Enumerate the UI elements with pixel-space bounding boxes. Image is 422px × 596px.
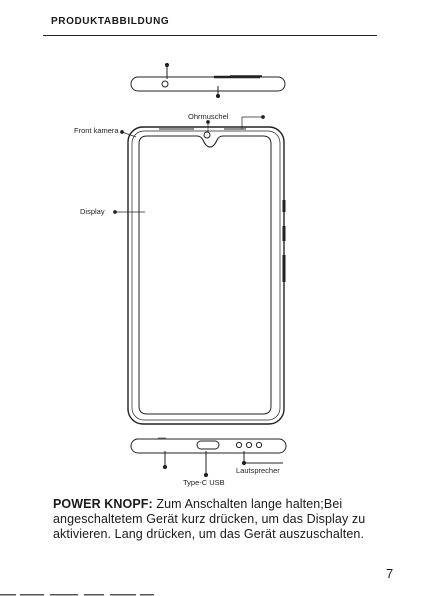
phone-top-edge (131, 77, 285, 91)
page-number: 7 (386, 566, 393, 581)
headphone-jack-icon (162, 81, 168, 87)
front-camera-icon (204, 132, 210, 138)
power-button-description: POWER KNOPF: Zum Anschalten lange halten… (53, 497, 383, 542)
phone-outer-body (128, 127, 284, 424)
front-camera-label: Front kamera (74, 126, 119, 135)
footer-strip-decoration (0, 591, 422, 596)
display-label: Display (80, 207, 105, 216)
power-button-title: POWER KNOPF: (53, 497, 153, 511)
usb-port-icon (197, 441, 219, 449)
top-edge-view (131, 63, 285, 97)
phone-front-view (128, 127, 284, 424)
phone-screen (139, 136, 271, 414)
speaker-label: Lautsprecher (236, 466, 280, 475)
earpiece-label: Ohrmuschel (188, 112, 228, 121)
speaker-hole-icon (236, 442, 241, 447)
usb-label: Type-C USB (183, 478, 225, 487)
callout-lines (114, 116, 265, 214)
